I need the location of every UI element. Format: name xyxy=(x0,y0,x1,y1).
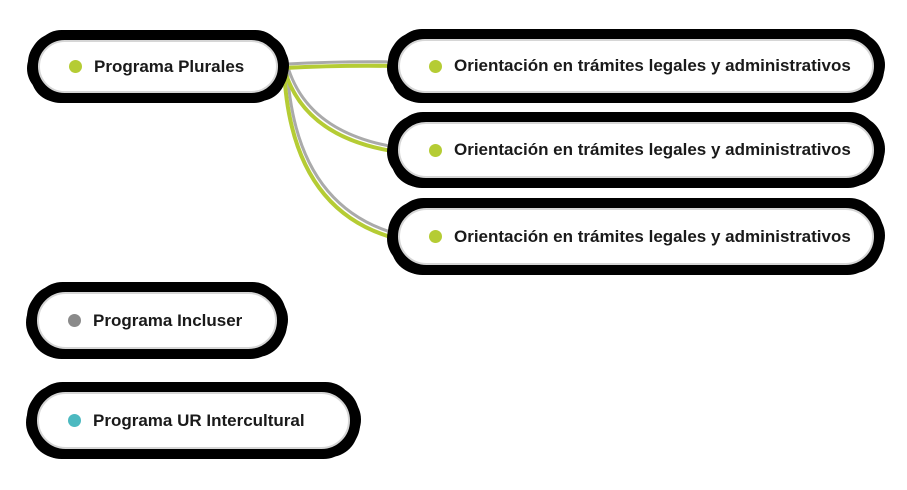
node-label: Programa UR Intercultural xyxy=(93,410,305,430)
link-plurales-orientacion-2 xyxy=(282,66,394,153)
node-dot-icon xyxy=(429,59,442,73)
node-dot-icon xyxy=(429,230,442,243)
node-dot-icon xyxy=(69,60,82,73)
node-orientacion-tramites-2[interactable]: Orientación en trámites legales y admini… xyxy=(398,122,874,178)
node-dot-icon xyxy=(429,143,442,157)
link-shadow-plurales-orientacion-2 xyxy=(285,62,397,149)
node-label: Orientación en trámites legales y admini… xyxy=(454,56,851,75)
link-plurales-orientacion-3 xyxy=(282,66,396,240)
node-label: Orientación en trámites legales y admini… xyxy=(454,226,851,246)
node-programa-ur-intercultural[interactable]: Programa UR Intercultural xyxy=(37,392,350,449)
link-shadow-plurales-orientacion-1 xyxy=(285,60,401,66)
node-dot-icon xyxy=(68,414,81,427)
node-orientacion-tramites-3[interactable]: Orientación en trámites legales y admini… xyxy=(398,208,874,265)
node-programa-plurales[interactable]: Programa Plurales xyxy=(38,40,278,93)
node-label: Programa Plurales xyxy=(94,56,245,76)
node-orientacion-tramites-1[interactable]: Orientación en trámites legales y admini… xyxy=(398,39,874,93)
node-label: Programa Incluser xyxy=(93,310,243,330)
link-plurales-orientacion-1 xyxy=(282,63,398,70)
link-shadow-plurales-orientacion-3 xyxy=(285,62,399,236)
node-dot-icon xyxy=(68,314,81,327)
node-label: Orientación en trámites legales y admini… xyxy=(454,140,851,159)
node-programa-incluser[interactable]: Programa Incluser xyxy=(37,292,277,349)
